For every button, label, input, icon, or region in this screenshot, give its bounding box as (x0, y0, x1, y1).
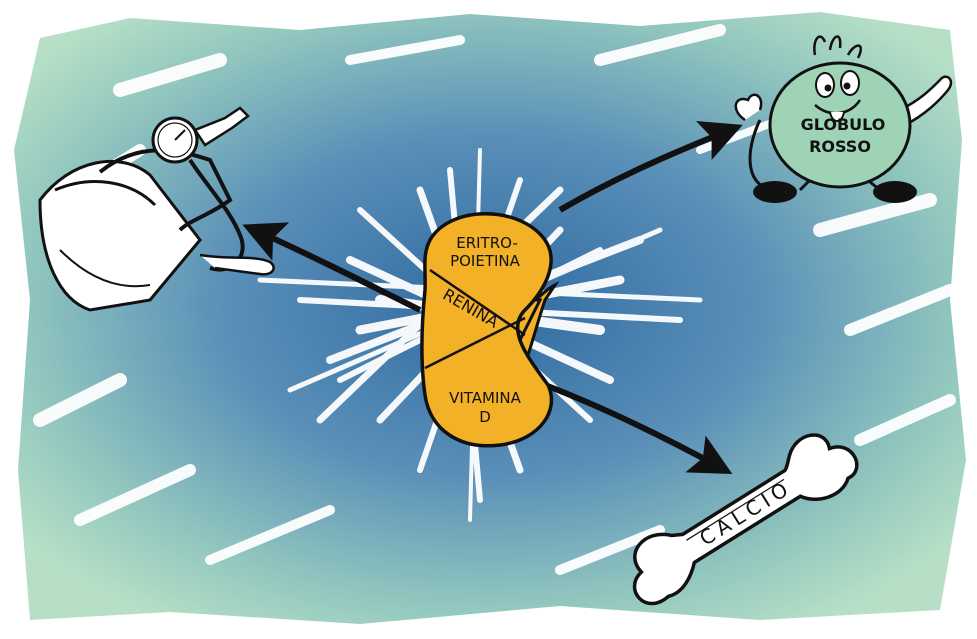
vitamina-label: VITAMINA (449, 389, 522, 407)
vitamina-d-label: D (479, 408, 491, 426)
globulo-rosso-label-line1: GLOBULO (801, 115, 886, 134)
eritropoietina-label-line2: POIETINA (450, 252, 521, 270)
kidney-icon: ERITRO- POIETINA RENINA VITAMINA D (422, 214, 555, 446)
globulo-rosso-label-line2: ROSSO (809, 137, 871, 156)
eritropoietina-label-line1: ERITRO- (456, 234, 518, 252)
